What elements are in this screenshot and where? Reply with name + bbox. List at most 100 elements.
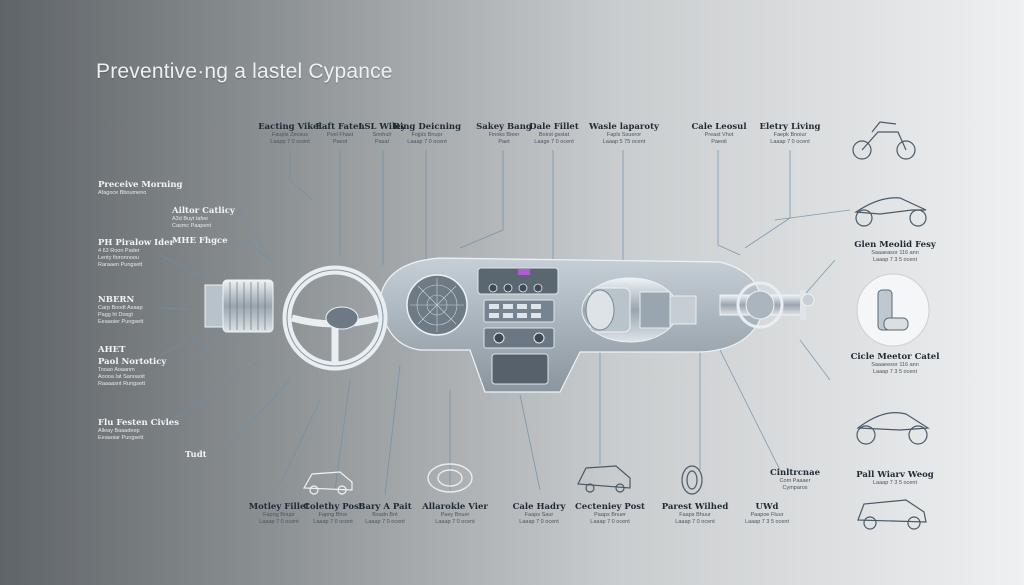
label-subtext: Laaap 7 0 ocent: [407, 139, 447, 145]
label-heading: Colethy Post: [303, 502, 363, 512]
label-subtext: Raraaen Pungsett: [98, 262, 143, 268]
label-subtext: Laaap 7 0 ocent: [770, 139, 810, 145]
label-subtext: Paet: [498, 139, 510, 145]
label-heading: Wasle laparoty: [589, 122, 659, 132]
label-heading: Motley Fillet: [248, 502, 310, 512]
left-label-8: Tudt: [185, 450, 315, 460]
label-subtext: Laaap 7 0 ocent: [365, 519, 405, 525]
label-subtext: Paaps Bnuer: [594, 512, 626, 518]
label-subtext: Laaap 7 3 5 ocent: [744, 519, 790, 525]
steering-wheel: [282, 265, 388, 371]
label-subtext: Poel Fhast: [326, 132, 354, 138]
left-gear-cylinder: [204, 279, 274, 333]
label-subtext: Boirst gsstat: [538, 132, 570, 138]
label-subtext: Lenty fioronnoou: [98, 255, 139, 261]
label-heading: Flu Festen Civles: [98, 418, 179, 428]
drive-shaft: [719, 281, 815, 329]
label-subtext: Laaap 7 0 ocent: [259, 519, 299, 525]
thumb-sedan: [302, 471, 353, 495]
label-heading: Sakey Bang: [476, 122, 532, 132]
thumb-car: [857, 499, 927, 530]
leader-lines: [159, 150, 851, 496]
page-title: Preventive·ng a lastel Cypance: [96, 60, 393, 83]
label-subtext: Fapls Ssueror: [606, 132, 642, 138]
label-heading: Ailtor Catlicy: [172, 206, 235, 216]
label-heading: NBERN: [98, 295, 135, 305]
label-subtext: Saaaeesor 116 ann: [871, 362, 919, 368]
label-heading: Cicle Meetor Catel: [850, 352, 940, 362]
label-heading: Glen Meolid Fesy: [854, 240, 936, 250]
label-subtext: A3d Buyt tafee: [172, 216, 209, 222]
label-heading: UWd: [755, 502, 779, 512]
label-subtext: Preast Vhot: [704, 132, 734, 138]
label-subtext: Fapng Bhor: [318, 512, 348, 518]
label-subtext: Laage 7 0 ocent: [534, 139, 574, 145]
label-subtext: Laaap 7 0 ocent: [590, 519, 630, 525]
label-heading: Pall Wiarv Weog: [856, 470, 934, 480]
label-subtext: Com Paaaer: [779, 478, 811, 484]
label-subtext: Saaaeasor 116 ann: [871, 250, 919, 256]
label-subtext: Raaaasnt Rungsett: [98, 381, 146, 387]
label-subtext: Laapp 7 0 ocent: [270, 139, 310, 145]
thumb-motorcycle-2: [854, 197, 927, 227]
label-heading: Allarokle Vier: [422, 502, 488, 512]
label-heading: AHET: [98, 345, 126, 355]
label-subtext: Laaap 7 3 5 ocent: [872, 257, 918, 263]
label-subtext: Laaap 7 0 ocent: [435, 519, 475, 525]
label-heading: Bary A Pait: [358, 502, 412, 512]
label-subtext: Laaap 7 0 ocent: [675, 519, 715, 525]
label-heading: MHE Fhgce: [172, 236, 228, 246]
label-heading: Tudt: [185, 450, 207, 460]
label-subtext: Faupls Zeosus: [271, 132, 309, 138]
label-subtext: Alleay Baaadeep: [98, 428, 140, 434]
label-subtext: Laaap 7 0 ocent: [519, 519, 559, 525]
label-heading: LSL Wiley: [358, 122, 406, 132]
label-heading: Cecteniey Post: [575, 502, 645, 512]
thumb-suv: [577, 465, 631, 493]
label-subtext: Faaps Bhuur: [679, 512, 711, 518]
label-heading: Eacting Vikel: [258, 122, 322, 132]
label-heading: Ring Deicning: [392, 122, 462, 132]
label-subtext: Faepk Bnoiur: [773, 132, 807, 138]
label-heading: Cinltrcnae: [769, 468, 821, 478]
label-subtext: Casmc Paapent: [172, 223, 212, 229]
label-subtext: Fojpls Bnupr: [411, 132, 443, 138]
label-subtext: Carp Boodt Asaap: [98, 305, 143, 311]
left-label-5: AHET: [98, 345, 228, 355]
label-subtext: Afagoce Bboumeno: [98, 190, 147, 196]
label-subtext: Snnhulr: [372, 132, 392, 138]
thumb-motorcycle-1: [852, 121, 916, 160]
label-heading: Cale Leosul: [691, 122, 747, 132]
label-subtext: Laaap 7 3 5 ocent: [872, 369, 918, 375]
label-heading: PH Piralow Ider: [98, 238, 174, 248]
label-subtext: Fapng Bnupr: [263, 512, 295, 518]
label-subtext: Paapoe Fluur: [750, 512, 784, 518]
label-subtext: Tooao Aoaanm: [98, 367, 135, 373]
label-subtext: Laaap 7 0 ocent: [313, 519, 353, 525]
label-subtext: Laaap 7 3 5 ocent: [872, 480, 918, 486]
engine-assembly: [581, 277, 697, 343]
label-heading: Dale Fillet: [529, 122, 579, 132]
label-heading: Paol Nortoticy: [98, 357, 167, 367]
label-heading: Parest Wilhed: [661, 502, 729, 512]
